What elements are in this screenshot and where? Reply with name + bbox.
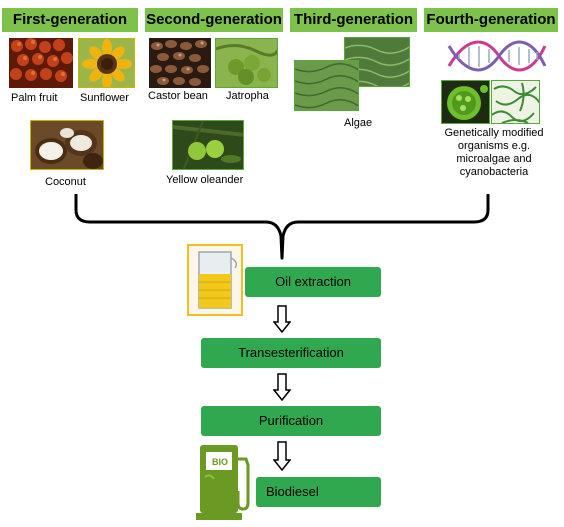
step-purification: Purification xyxy=(201,406,381,436)
dna-helix-icon xyxy=(447,32,547,78)
gmo-label-line4: cyanobacteria xyxy=(459,166,529,178)
pump-bio-text: BIO xyxy=(211,457,228,467)
fuel-pump-icon: BIO xyxy=(196,443,256,521)
microalgae-image xyxy=(441,80,490,124)
sunflower-image xyxy=(78,38,135,88)
arrow-down-icon xyxy=(273,373,291,401)
yellow-oleander-label: Yellow oleander xyxy=(166,174,244,186)
coconut-label: Coconut xyxy=(45,176,86,188)
arrow-down-icon xyxy=(273,305,291,333)
palm-fruit-label: Palm fruit xyxy=(11,92,58,104)
arrow-down-icon xyxy=(273,441,291,471)
gmo-label-line1: Genetically modified xyxy=(444,127,544,139)
header-second-generation: Second-generation xyxy=(145,8,283,32)
coconut-image xyxy=(30,120,104,170)
jatropha-label: Jatropha xyxy=(226,90,269,102)
palm-fruit-image xyxy=(9,38,73,88)
jatropha-image xyxy=(215,38,278,88)
cyanobacteria-image xyxy=(491,80,540,124)
yellow-oleander-image xyxy=(172,120,244,170)
gmo-label-line2: organisms e.g. xyxy=(457,140,531,152)
algae-image-bottom xyxy=(294,60,359,111)
grouping-brace xyxy=(66,192,498,260)
gmo-label-line3: microalgae and xyxy=(456,153,532,165)
header-fourth-generation: Fourth-generation xyxy=(424,8,558,32)
header-third-generation: Third-generation xyxy=(290,8,417,32)
step-oil-extraction: Oil extraction xyxy=(245,267,381,297)
castor-bean-image xyxy=(149,38,211,88)
header-first-generation: First-generation xyxy=(2,8,138,32)
oil-beaker-icon xyxy=(187,244,243,316)
sunflower-label: Sunflower xyxy=(80,92,129,104)
castor-bean-label: Castor bean xyxy=(148,90,208,102)
step-biodiesel: Biodiesel xyxy=(256,477,381,507)
algae-label: Algae xyxy=(344,117,373,129)
step-transesterification: Transesterification xyxy=(201,338,381,368)
